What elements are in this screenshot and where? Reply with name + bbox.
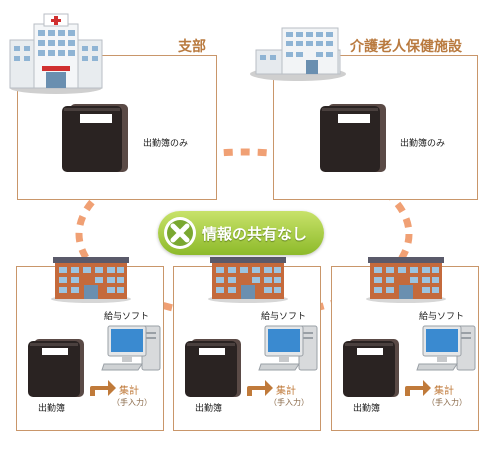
attendance-book-icon xyxy=(62,104,128,172)
x-mark-icon xyxy=(164,217,196,249)
no-sharing-text: 情報の共有なし xyxy=(202,225,308,243)
attendance-book-icon xyxy=(185,339,241,397)
hospital-building-icon xyxy=(9,13,103,94)
payroll-software-label: 給与ソフト xyxy=(261,312,307,322)
branch-office-title: 支部 xyxy=(178,39,206,55)
payroll-software-label: 給与ソフト xyxy=(419,312,465,322)
computer-icon xyxy=(101,325,161,371)
manual-input-note: （手入力） xyxy=(112,398,152,407)
no-sharing-badge: 情報の共有なし xyxy=(158,211,324,255)
office-building-icon xyxy=(51,257,131,303)
book-label: 出勤簿 xyxy=(353,404,381,414)
book-label: 出勤簿 xyxy=(38,404,66,414)
book-label: 出勤簿のみ xyxy=(400,139,446,149)
arrow-icon xyxy=(247,380,273,396)
office-building-icon xyxy=(366,257,446,303)
manual-input-note: （手入力） xyxy=(427,398,467,407)
payroll-software-label: 給与ソフト xyxy=(104,312,150,322)
attendance-book-icon xyxy=(320,104,386,172)
arrow-icon xyxy=(90,380,116,396)
tally-label: 集計 xyxy=(434,386,454,397)
tally-label: 集計 xyxy=(276,386,296,397)
care-facility-building-icon xyxy=(250,27,346,81)
care-facility-title: 介護老人保健施設 xyxy=(350,39,462,55)
computer-icon xyxy=(258,325,318,371)
office-building-icon xyxy=(208,257,288,303)
book-label: 出勤簿のみ xyxy=(143,139,189,149)
manual-input-note: （手入力） xyxy=(269,398,309,407)
attendance-book-icon xyxy=(343,339,399,397)
book-label: 出勤簿 xyxy=(195,404,223,414)
tally-label: 集計 xyxy=(119,386,139,397)
arrow-icon xyxy=(405,380,431,396)
computer-icon xyxy=(416,325,476,371)
attendance-book-icon xyxy=(28,339,84,397)
